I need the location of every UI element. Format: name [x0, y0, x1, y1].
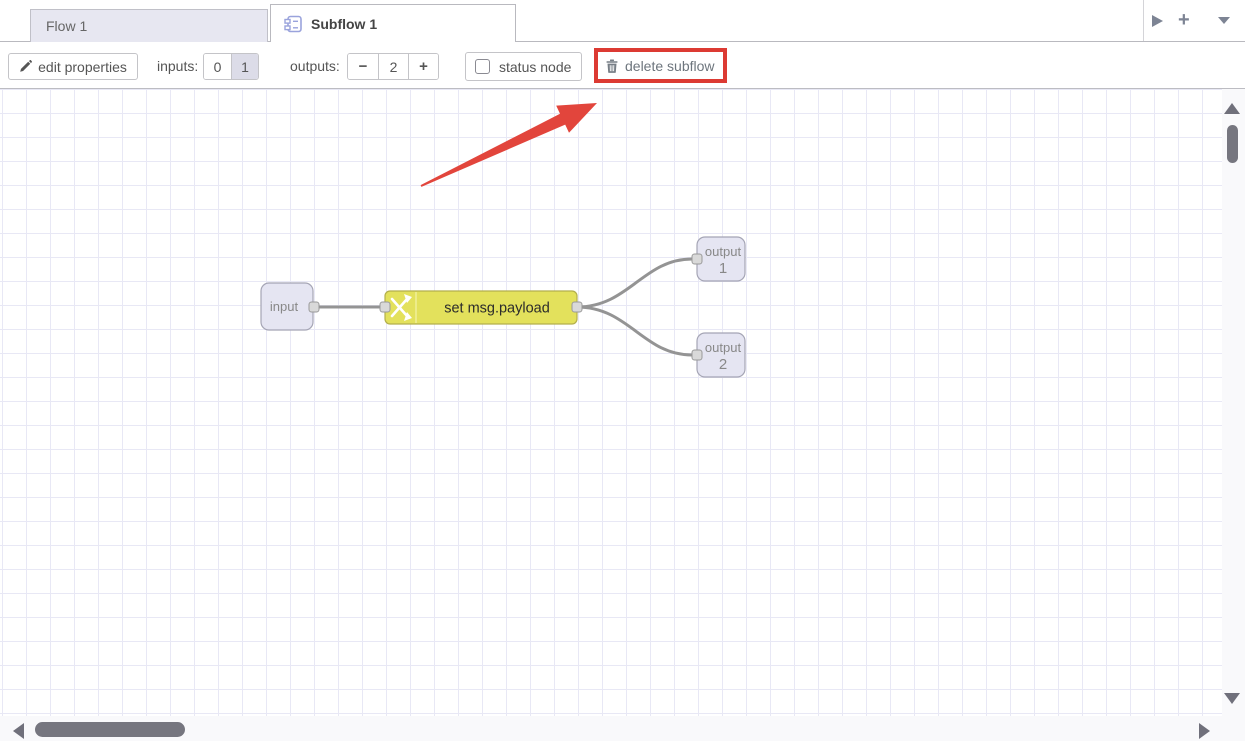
wire-change-to-output2[interactable] — [576, 305, 693, 357]
horizontal-scrollbar-track[interactable] — [0, 716, 1245, 741]
inputs-segmented-control: 0 1 — [203, 53, 259, 80]
outputs-decrease-button[interactable]: − — [348, 54, 378, 79]
output1-node-input-port[interactable] — [691, 253, 703, 265]
workspace-tab-bar: Flow 1 Subflow 1 + — [0, 0, 1245, 42]
tab-scroll-right-icon[interactable] — [1152, 15, 1163, 27]
tabbar-separator — [1143, 0, 1144, 41]
edit-properties-button[interactable]: edit properties — [8, 53, 138, 80]
change-node-input-port[interactable] — [379, 301, 391, 313]
inputs-option-1[interactable]: 1 — [231, 54, 258, 79]
subflow-toolbar: edit properties inputs: 0 1 outputs: − 2… — [0, 42, 1245, 89]
workspace-grid[interactable] — [0, 89, 1222, 716]
tab-subflow-1[interactable]: Subflow 1 — [270, 4, 516, 42]
flow-diagram: input set msg.payload output 1 — [260, 103, 746, 378]
node-subflow-output-2[interactable]: output 2 — [691, 332, 746, 378]
outputs-value[interactable]: 2 — [378, 54, 408, 79]
tab-flow-1[interactable]: Flow 1 — [30, 9, 268, 42]
outputs-increase-button[interactable]: + — [408, 54, 438, 79]
trash-icon — [606, 59, 618, 73]
status-node-control: status node — [465, 52, 582, 81]
status-node-checkbox[interactable] — [475, 59, 490, 74]
inputs-label: inputs: — [157, 58, 199, 74]
edit-properties-label: edit properties — [38, 58, 127, 75]
tab-list-chevron-icon[interactable] — [1218, 17, 1230, 24]
inputs-option-0[interactable]: 0 — [204, 54, 231, 79]
change-node-label: set msg.payload — [444, 301, 550, 317]
output1-node-number: 1 — [719, 260, 727, 277]
input-node-output-port[interactable] — [308, 301, 320, 313]
horizontal-scrollbar-thumb[interactable] — [35, 722, 185, 737]
scroll-right-icon[interactable] — [1199, 723, 1210, 739]
node-change[interactable]: set msg.payload — [379, 290, 583, 325]
annotation-arrow — [420, 103, 597, 187]
subflow-icon — [284, 14, 303, 34]
scroll-left-icon[interactable] — [13, 723, 24, 739]
add-tab-icon[interactable]: + — [1178, 9, 1190, 31]
delete-subflow-button[interactable]: delete subflow — [625, 57, 715, 74]
shuffle-icon — [390, 294, 412, 321]
status-node-label: status node — [499, 58, 572, 75]
outputs-spinner: − 2 + — [347, 53, 439, 80]
output1-node-label: output — [705, 244, 742, 259]
scroll-down-icon[interactable] — [1224, 693, 1240, 704]
pencil-icon — [19, 60, 33, 73]
vertical-scrollbar-track[interactable] — [1222, 89, 1245, 716]
delete-subflow-highlight: delete subflow — [594, 48, 727, 83]
node-subflow-output-1[interactable]: output 1 — [691, 236, 746, 282]
vertical-scrollbar-thumb[interactable] — [1227, 125, 1238, 163]
wire-change-to-output1[interactable] — [576, 257, 693, 309]
output2-node-number: 2 — [719, 356, 727, 373]
output2-node-label: output — [705, 340, 742, 355]
input-node-label: input — [270, 299, 299, 314]
change-node-output-port[interactable] — [571, 301, 583, 313]
output2-node-input-port[interactable] — [691, 349, 703, 361]
tab-flow-1-label: Flow 1 — [46, 18, 88, 34]
scroll-up-icon[interactable] — [1224, 103, 1240, 114]
tab-subflow-1-label: Subflow 1 — [311, 15, 378, 32]
outputs-label: outputs: — [290, 58, 340, 74]
flow-canvas: input set msg.payload output 1 — [0, 89, 1245, 741]
node-subflow-input[interactable]: input — [260, 282, 320, 331]
